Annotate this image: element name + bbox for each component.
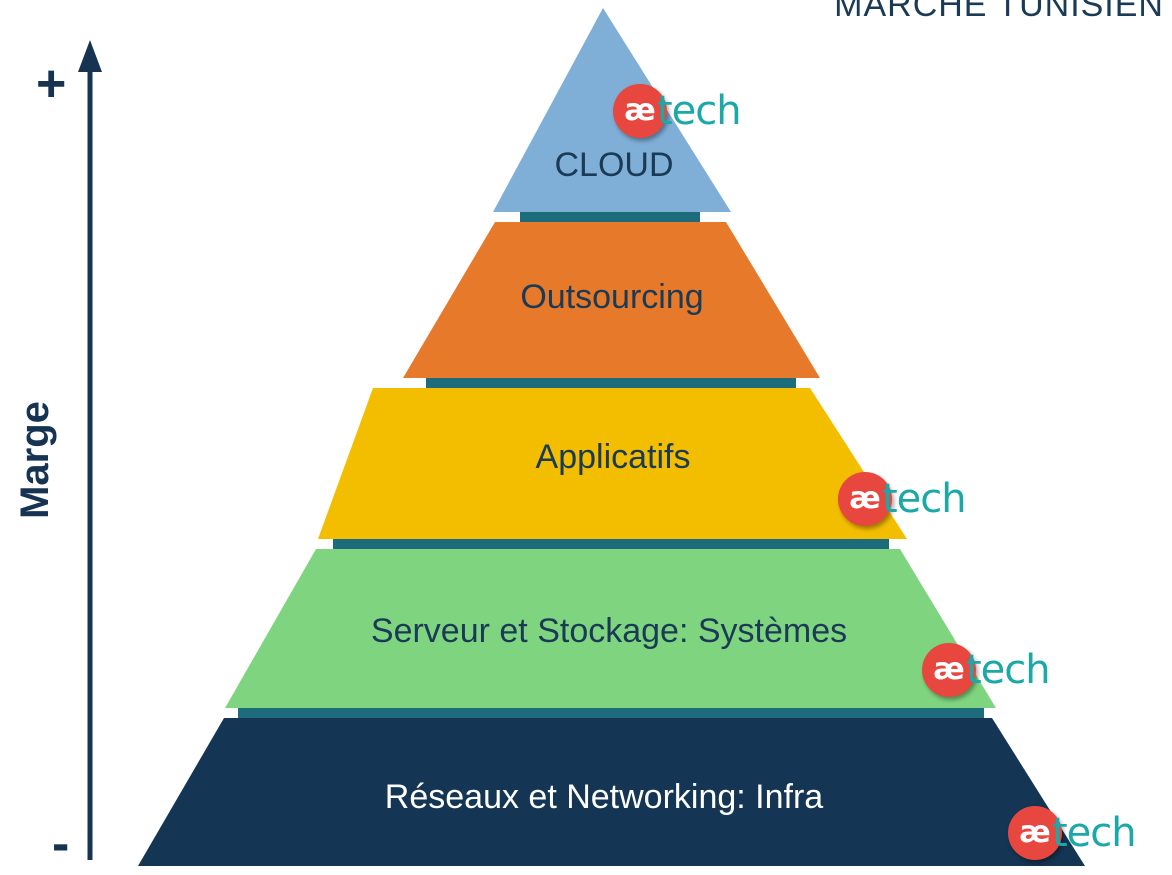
level-label-infra: Réseaux et Networking: Infra xyxy=(384,778,824,816)
aetech-logo-word: tech xyxy=(882,476,967,522)
axis-arrowhead xyxy=(78,40,102,72)
axis-plus-sign: + xyxy=(36,55,67,113)
shelf xyxy=(333,537,889,549)
aetech-logo-icon: æ xyxy=(1008,806,1062,860)
page-title: MARCHÉ TUNISIEN xyxy=(834,0,1164,24)
level-label-systemes: Serveur et Stockage: Systèmes xyxy=(370,612,848,650)
axis-minus-sign: - xyxy=(52,815,70,873)
aetech-logo-icon: æ xyxy=(922,643,976,697)
pyramid-level-applicatifs xyxy=(318,388,907,539)
shelf xyxy=(238,706,984,718)
level-label-outsourcing: Outsourcing xyxy=(520,278,704,316)
level-label-applicatifs: Applicatifs xyxy=(535,438,691,476)
aetech-logo-icon: æ xyxy=(613,84,667,138)
pyramid-level-outsourcing xyxy=(403,222,820,378)
shelf xyxy=(520,210,700,222)
pyramid-level-cloud xyxy=(493,8,731,212)
level-label-cloud: CLOUD xyxy=(554,146,674,184)
pyramid-level-infra xyxy=(138,718,1085,866)
aetech-logo-word: tech xyxy=(657,88,742,134)
aetech-logo-word: tech xyxy=(1052,810,1137,856)
aetech-logo-word: tech xyxy=(966,647,1051,693)
aetech-logo-icon: æ xyxy=(838,472,892,526)
axis-label: Marge xyxy=(13,401,57,519)
pyramid-level-systemes xyxy=(225,549,996,708)
shelf xyxy=(426,376,796,388)
